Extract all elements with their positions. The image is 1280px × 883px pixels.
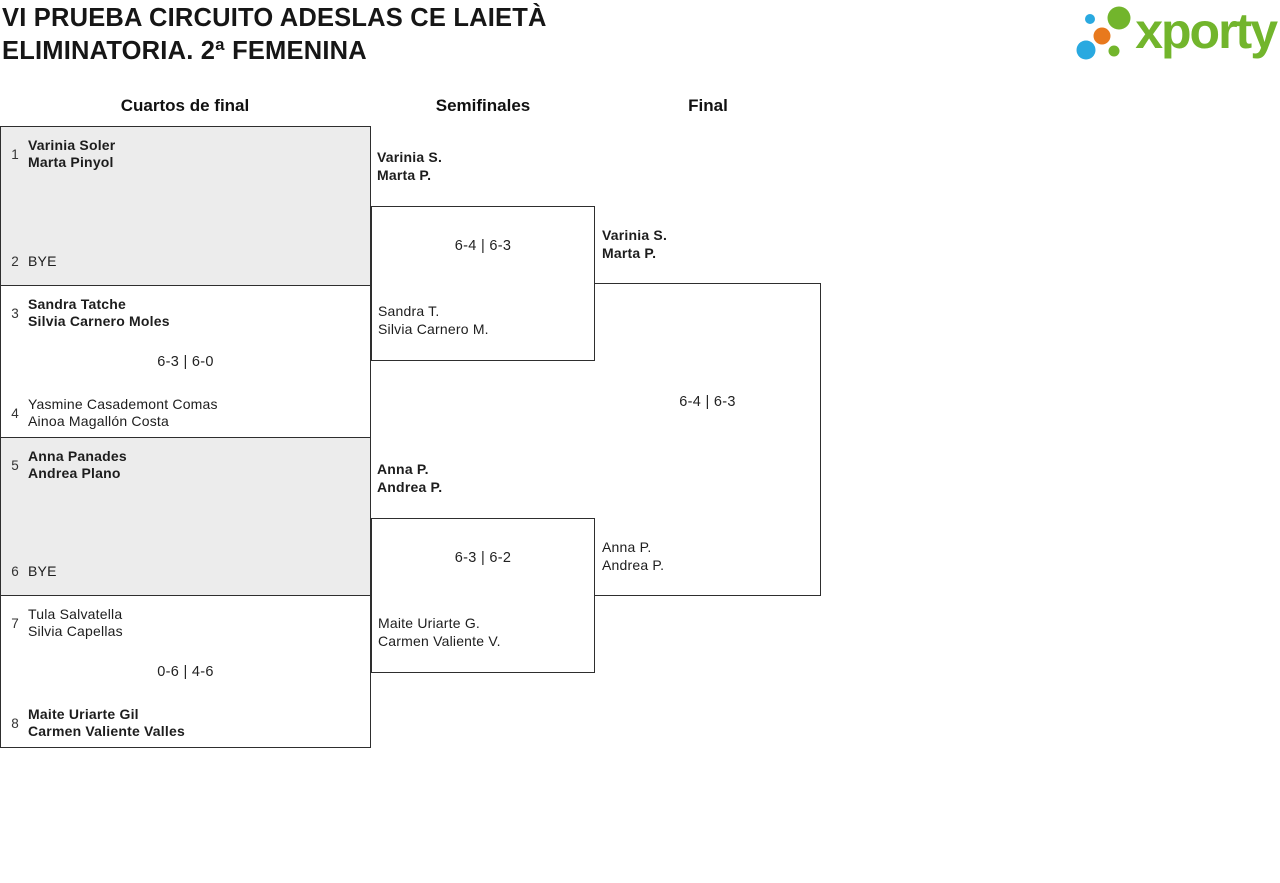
player-name: Marta P.	[377, 167, 432, 183]
quarterfinal-match-3: 5 Anna Panades Andrea Plano 6 BYE	[0, 437, 371, 596]
player-name: Sandra Tatche	[28, 296, 127, 312]
match-score: 6-3 | 6-2	[454, 550, 512, 566]
team-name: Tula Salvatella Silvia Capellas	[28, 606, 123, 640]
semifinal1-winner-label: Varinia S. Marta P.	[377, 148, 442, 184]
player-name: Andrea P.	[602, 557, 665, 573]
player-name: Marta P.	[602, 245, 657, 261]
team-row: 5 Anna Panades Andrea Plano	[8, 448, 364, 482]
player-name: Yasmine Casademont Comas	[28, 396, 218, 412]
player-name: Anna Panades	[28, 448, 127, 464]
player-name: Ainoa Magallón Costa	[28, 413, 169, 429]
match-score: 6-3 | 6-0	[157, 353, 214, 370]
match-score: 6-4 | 6-3	[679, 394, 736, 410]
player-name: Varinia S.	[602, 227, 668, 243]
team-name: Anna Panades Andrea Plano	[28, 448, 127, 482]
team-row: 2 BYE	[8, 242, 364, 280]
seed-number: 5	[11, 457, 19, 473]
xporty-logo[interactable]: xporty	[1071, 3, 1278, 63]
team-name: Varinia Soler Marta Pinyol	[28, 137, 115, 171]
seed-number: 4	[11, 405, 19, 421]
seed-number: 3	[11, 305, 19, 321]
player-name: Anna P.	[602, 539, 652, 555]
match-score: 0-6 | 4-6	[157, 663, 214, 680]
seed-number: 6	[11, 563, 19, 579]
final-loser-label: Anna P. Andrea P.	[602, 538, 664, 574]
player-name: Sandra T.	[378, 303, 440, 319]
player-name: Maite Uriarte G.	[378, 615, 480, 631]
column-header-final: Final	[688, 96, 728, 115]
quarterfinal-match-4: 7 Tula Salvatella Silvia Capellas 0-6 | …	[0, 595, 371, 748]
semifinal1-loser-label: Sandra T. Silvia Carnero M.	[378, 302, 489, 338]
title-line-1: VI PRUEBA CIRCUITO ADESLAS CE LAIETÀ	[2, 4, 547, 32]
semifinal2-loser-label: Maite Uriarte G. Carmen Valiente V.	[378, 614, 501, 650]
semifinal2-winner-label: Anna P. Andrea P.	[377, 460, 442, 496]
column-header-semifinales: Semifinales	[435, 96, 531, 115]
semifinal-match-2: 6-3 | 6-2 Maite Uriarte G. Carmen Valien…	[371, 518, 595, 673]
seed-number: 2	[11, 253, 19, 269]
player-name: Carmen Valiente V.	[378, 633, 501, 649]
team-row: 1 Varinia Soler Marta Pinyol	[8, 137, 364, 171]
player-name: Andrea Plano	[28, 465, 121, 481]
page-title: VI PRUEBA CIRCUITO ADESLAS CE LAIETÀ ELI…	[2, 2, 547, 68]
quarterfinal-match-1: 1 Varinia Soler Marta Pinyol 2 BYE	[0, 126, 371, 286]
player-name: Anna P.	[377, 461, 429, 477]
player-name: Carmen Valiente Valles	[28, 723, 185, 739]
team-name: BYE	[28, 253, 57, 270]
xporty-dots-icon	[1076, 6, 1131, 60]
seed-number: 7	[11, 615, 19, 631]
team-name: Maite Uriarte Gil Carmen Valiente Valles	[28, 706, 185, 740]
player-name: Tula Salvatella	[28, 606, 123, 622]
team-row: 7 Tula Salvatella Silvia Capellas	[8, 606, 364, 640]
semifinal-match-1: 6-4 | 6-3 Sandra T. Silvia Carnero M.	[371, 206, 595, 361]
player-name: Silvia Carnero Moles	[28, 313, 170, 329]
final-match: 6-4 | 6-3 Anna P. Andrea P.	[595, 283, 821, 596]
column-header-cuartos: Cuartos de final	[120, 96, 250, 115]
match-score: 6-4 | 6-3	[454, 238, 512, 254]
team-name: Sandra Tatche Silvia Carnero Moles	[28, 296, 170, 330]
final-winner-label: Varinia S. Marta P.	[602, 226, 667, 262]
player-name: BYE	[28, 562, 57, 579]
player-name: Silvia Capellas	[28, 623, 123, 639]
player-name: Varinia S.	[377, 149, 443, 165]
team-row: 3 Sandra Tatche Silvia Carnero Moles	[8, 296, 364, 330]
seed-number: 8	[11, 715, 19, 731]
player-name: Andrea P.	[377, 479, 443, 495]
logo-text: xporty	[1135, 3, 1278, 59]
team-row: 6 BYE	[8, 552, 364, 590]
player-name: Silvia Carnero M.	[378, 321, 489, 337]
player-name: Marta Pinyol	[28, 154, 114, 170]
player-name: BYE	[28, 252, 57, 269]
team-row: 4 Yasmine Casademont Comas Ainoa Magalló…	[8, 394, 364, 432]
title-line-2: ELIMINATORIA. 2ª FEMENINA	[2, 37, 367, 65]
seed-number: 1	[11, 146, 19, 162]
player-name: Maite Uriarte Gil	[28, 706, 139, 722]
team-name: Yasmine Casademont Comas Ainoa Magallón …	[28, 396, 218, 430]
team-name: BYE	[28, 563, 57, 580]
team-row: 8 Maite Uriarte Gil Carmen Valiente Vall…	[8, 704, 364, 742]
player-name: Varinia Soler	[28, 137, 116, 153]
quarterfinal-match-2: 3 Sandra Tatche Silvia Carnero Moles 6-3…	[0, 285, 371, 438]
